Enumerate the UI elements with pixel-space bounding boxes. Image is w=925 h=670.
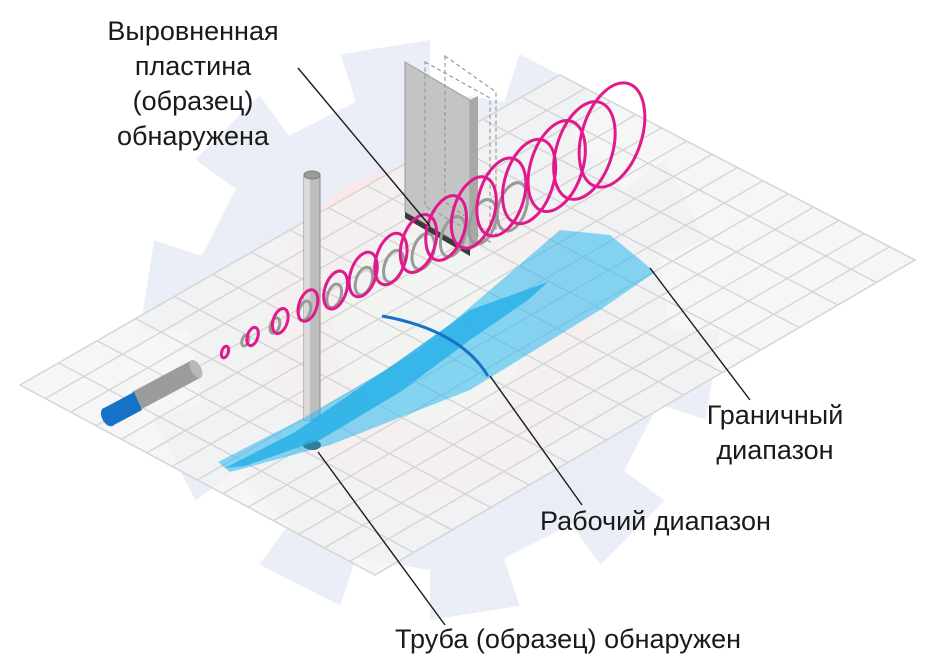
coil-ring bbox=[552, 100, 617, 201]
sensor-icon bbox=[100, 359, 203, 427]
plate-edge bbox=[470, 96, 478, 250]
boundary-label-line-2: диапазон bbox=[716, 435, 834, 465]
coil-ring-grey bbox=[268, 316, 282, 335]
coil-ring bbox=[424, 194, 468, 262]
coil-ring bbox=[245, 325, 260, 348]
coil-ring-grey bbox=[438, 215, 468, 259]
coil-ring bbox=[577, 81, 647, 189]
coil-ring bbox=[373, 231, 409, 287]
boundary-range-label: Граничный диапазон bbox=[690, 398, 860, 468]
tube-detected-label: Труба (образец) обнаружен bbox=[395, 624, 742, 654]
working-range-arc bbox=[381, 314, 490, 377]
plate-label-line-3: (образец) bbox=[132, 86, 254, 116]
tube-top bbox=[303, 170, 321, 180]
coil-ring bbox=[270, 307, 290, 335]
sensor-tip-face bbox=[100, 407, 116, 427]
plate-label-line-2: пластина bbox=[134, 51, 252, 81]
boundary-label-line-1: Граничный bbox=[706, 400, 844, 430]
leader-plate bbox=[297, 67, 431, 227]
plate-ghost-1 bbox=[424, 60, 491, 244]
coil-ring bbox=[398, 213, 439, 274]
beam-coil-back bbox=[240, 181, 530, 348]
beam-coil bbox=[219, 81, 647, 360]
working-range-label: Рабочий диапазон bbox=[540, 506, 771, 536]
sensor-body bbox=[132, 360, 200, 410]
plate-label-line-1: Выровненная bbox=[107, 16, 279, 46]
plate-label-line-4: обнаружена bbox=[117, 121, 269, 151]
tube-highlight bbox=[304, 175, 310, 420]
leader-working bbox=[489, 375, 583, 506]
grid-line bbox=[482, 118, 839, 306]
coil-ring bbox=[296, 288, 320, 323]
coil-ring bbox=[219, 344, 231, 360]
grid-line bbox=[298, 219, 840, 535]
grid-line bbox=[349, 246, 890, 563]
leader-boundary bbox=[649, 267, 751, 401]
coil-ring bbox=[501, 137, 558, 226]
grid-line bbox=[323, 232, 865, 549]
grid-line bbox=[273, 206, 814, 522]
sensor-back-cap bbox=[189, 359, 203, 379]
coil-ring-grey bbox=[353, 265, 375, 297]
coil-ring bbox=[322, 269, 350, 311]
leader-lines bbox=[297, 67, 751, 626]
working-zone bbox=[225, 282, 548, 468]
grid-line bbox=[443, 140, 800, 329]
plate-detected-label: Выровненная пластина (образец) обнаружен… bbox=[88, 14, 298, 154]
leader-tube bbox=[317, 451, 446, 626]
